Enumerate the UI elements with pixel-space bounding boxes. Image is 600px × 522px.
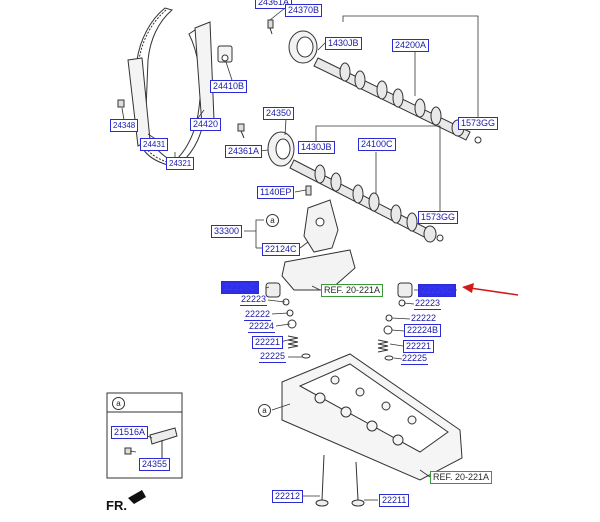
part-22223-left[interactable]: 22223 [240, 294, 268, 306]
part-22224b[interactable]: 22224B [404, 324, 442, 337]
part-24355[interactable]: 24355 [139, 458, 171, 471]
cylinder-head [281, 353, 463, 481]
valve-lifters [265, 282, 413, 335]
part-24420[interactable]: 24420 [190, 118, 222, 131]
part-22221-right[interactable]: 22221 [403, 340, 435, 353]
part-22124c[interactable]: 22124C [262, 243, 300, 256]
front-direction-label: FR. [106, 498, 127, 513]
part-24431[interactable]: 24431 [140, 138, 169, 151]
part-22211[interactable]: 22211 [379, 494, 410, 507]
part-24200a[interactable]: 24200A [392, 39, 430, 52]
part-24361a[interactable]: 24361A [225, 145, 263, 158]
part-1430jb-exhaust[interactable]: 1430JB [298, 141, 335, 154]
part-1430jb-intake[interactable]: 1430JB [325, 37, 362, 50]
valve-springs [287, 335, 394, 361]
part-24348[interactable]: 24348 [110, 119, 139, 132]
part-22223-right[interactable]: 22223 [414, 298, 442, 310]
callout-a-inset: a [112, 397, 125, 410]
callout-a-carrier: a [266, 214, 279, 227]
part-22221-left[interactable]: 22221 [252, 336, 284, 349]
valves [315, 454, 365, 507]
camshaft-intake [313, 57, 482, 144]
part-22225-left[interactable]: 22225 [259, 351, 287, 363]
part-24321[interactable]: 24321 [166, 157, 195, 170]
part-1573gg-exhaust[interactable]: 1573GG [418, 211, 459, 224]
bolts [117, 19, 312, 196]
part-22224[interactable]: 22224 [248, 321, 276, 333]
part-33300[interactable]: 33300 [211, 225, 243, 238]
part-24100c[interactable]: 24100C [358, 138, 396, 151]
camshaft-exhaust [289, 159, 444, 243]
front-direction-arrow [128, 490, 146, 504]
part-24410b[interactable]: 24410B [210, 80, 248, 93]
part-22226c-left[interactable]: 22226C [221, 281, 259, 294]
part-22212[interactable]: 22212 [272, 490, 304, 503]
highlight-arrow [462, 283, 519, 296]
cam-sprockets [267, 30, 318, 167]
cam-carrier [281, 199, 356, 291]
part-21516a[interactable]: 21516A [111, 426, 149, 439]
part-24370b[interactable]: 24370B [285, 4, 323, 17]
part-1573gg-intake[interactable]: 1573GG [458, 117, 499, 130]
ref-20-221a-upper[interactable]: REF. 20-221A [321, 284, 384, 297]
callout-a-head: a [258, 404, 271, 417]
part-22225-right[interactable]: 22225 [401, 353, 429, 365]
part-1140ep[interactable]: 1140EP [257, 186, 295, 199]
part-24350[interactable]: 24350 [263, 107, 295, 120]
part-22226c-right[interactable]: 22226C [418, 284, 456, 297]
part-22222-left[interactable]: 22222 [244, 309, 272, 321]
ref-20-221a-lower[interactable]: REF. 20-221A [430, 471, 493, 484]
